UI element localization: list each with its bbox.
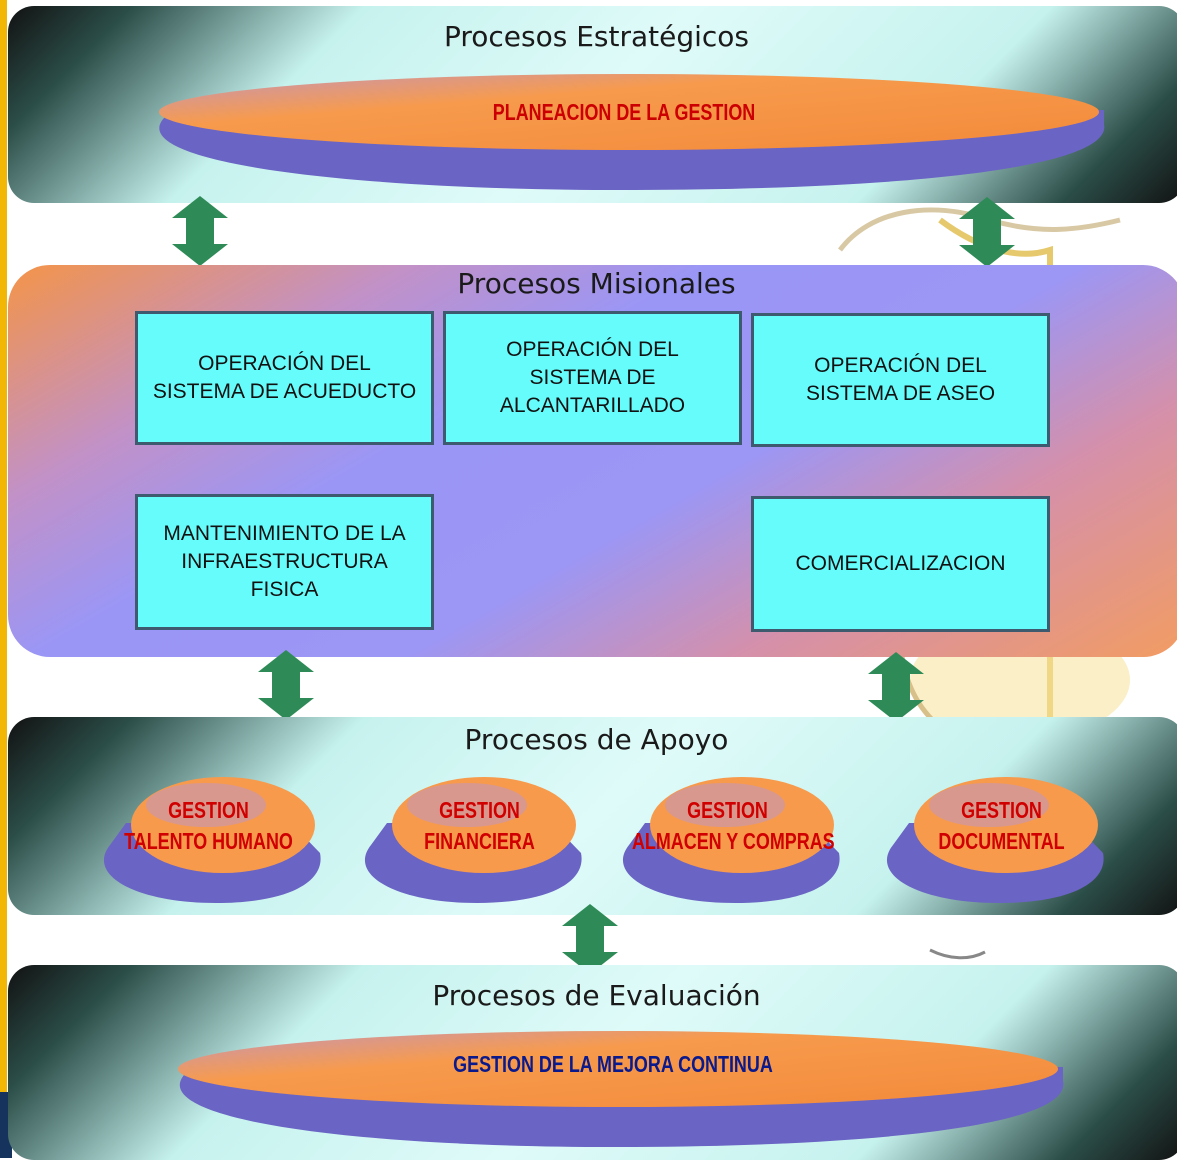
double-arrow-icon (172, 196, 228, 266)
support-label-documental-2: DOCUMENTAL (938, 828, 1065, 854)
support-label-financial-2: FINANCIERA (424, 828, 535, 854)
double-arrow-icon (258, 650, 314, 720)
support-disc-documental: GESTION DOCUMENTAL (869, 775, 1114, 907)
planning-label: PLANEACION DE LA GESTION (492, 99, 756, 125)
strategic-title: Procesos Estratégicos (443, 20, 750, 53)
support-disc-talent: GESTION TALENTO HUMANO (86, 775, 331, 907)
double-arrow-icon (562, 904, 618, 974)
missional-title: Procesos Misionales (457, 267, 736, 300)
process-box-aqueduct: OPERACIÓN DEL SISTEMA DE ACUEDUCTO (135, 311, 434, 445)
process-box-waste: OPERACIÓN DEL SISTEMA DE ASEO (751, 313, 1050, 447)
process-box-maintenance: MANTENIMIENTO DE LA INFRAESTRUCTURA FISI… (135, 494, 434, 630)
support-disc-warehouse: GESTION ALMACEN Y COMPRAS (605, 775, 850, 907)
support-processes-band: Procesos de Apoyo GESTION TALENTO HUMANO… (8, 717, 1177, 915)
evaluation-processes-band: Procesos de Evaluación GESTION DE LA MEJ… (8, 965, 1177, 1160)
process-box-sewer: OPERACIÓN DEL SISTEMA DE ALCANTARILLADO (443, 311, 742, 445)
support-label-financial-1: GESTION (439, 797, 520, 823)
evaluation-title: Procesos de Evaluación (432, 979, 761, 1012)
double-arrow-icon (868, 652, 924, 722)
improvement-disc: GESTION DE LA MEJORA CONTINUA (148, 1029, 1078, 1157)
left-accent-bar (0, 0, 7, 1158)
planning-disc: PLANEACION DE LA GESTION (124, 72, 1124, 202)
improvement-label: GESTION DE LA MEJORA CONTINUA (453, 1051, 773, 1077)
support-label-documental-1: GESTION (961, 797, 1042, 823)
strategic-processes-band: Procesos Estratégicos PLANEACION DE LA G… (8, 6, 1177, 203)
process-box-commercial: COMERCIALIZACION (751, 496, 1050, 632)
support-label-talent-1: GESTION (168, 797, 249, 823)
support-label-warehouse-2: ALMACEN Y COMPRAS (631, 828, 835, 854)
support-label-talent-2: TALENTO HUMANO (124, 828, 293, 854)
support-disc-financial: GESTION FINANCIERA (347, 775, 592, 907)
double-arrow-icon (959, 197, 1015, 267)
support-title: Procesos de Apoyo (464, 723, 729, 756)
support-label-warehouse-1: GESTION (687, 797, 768, 823)
